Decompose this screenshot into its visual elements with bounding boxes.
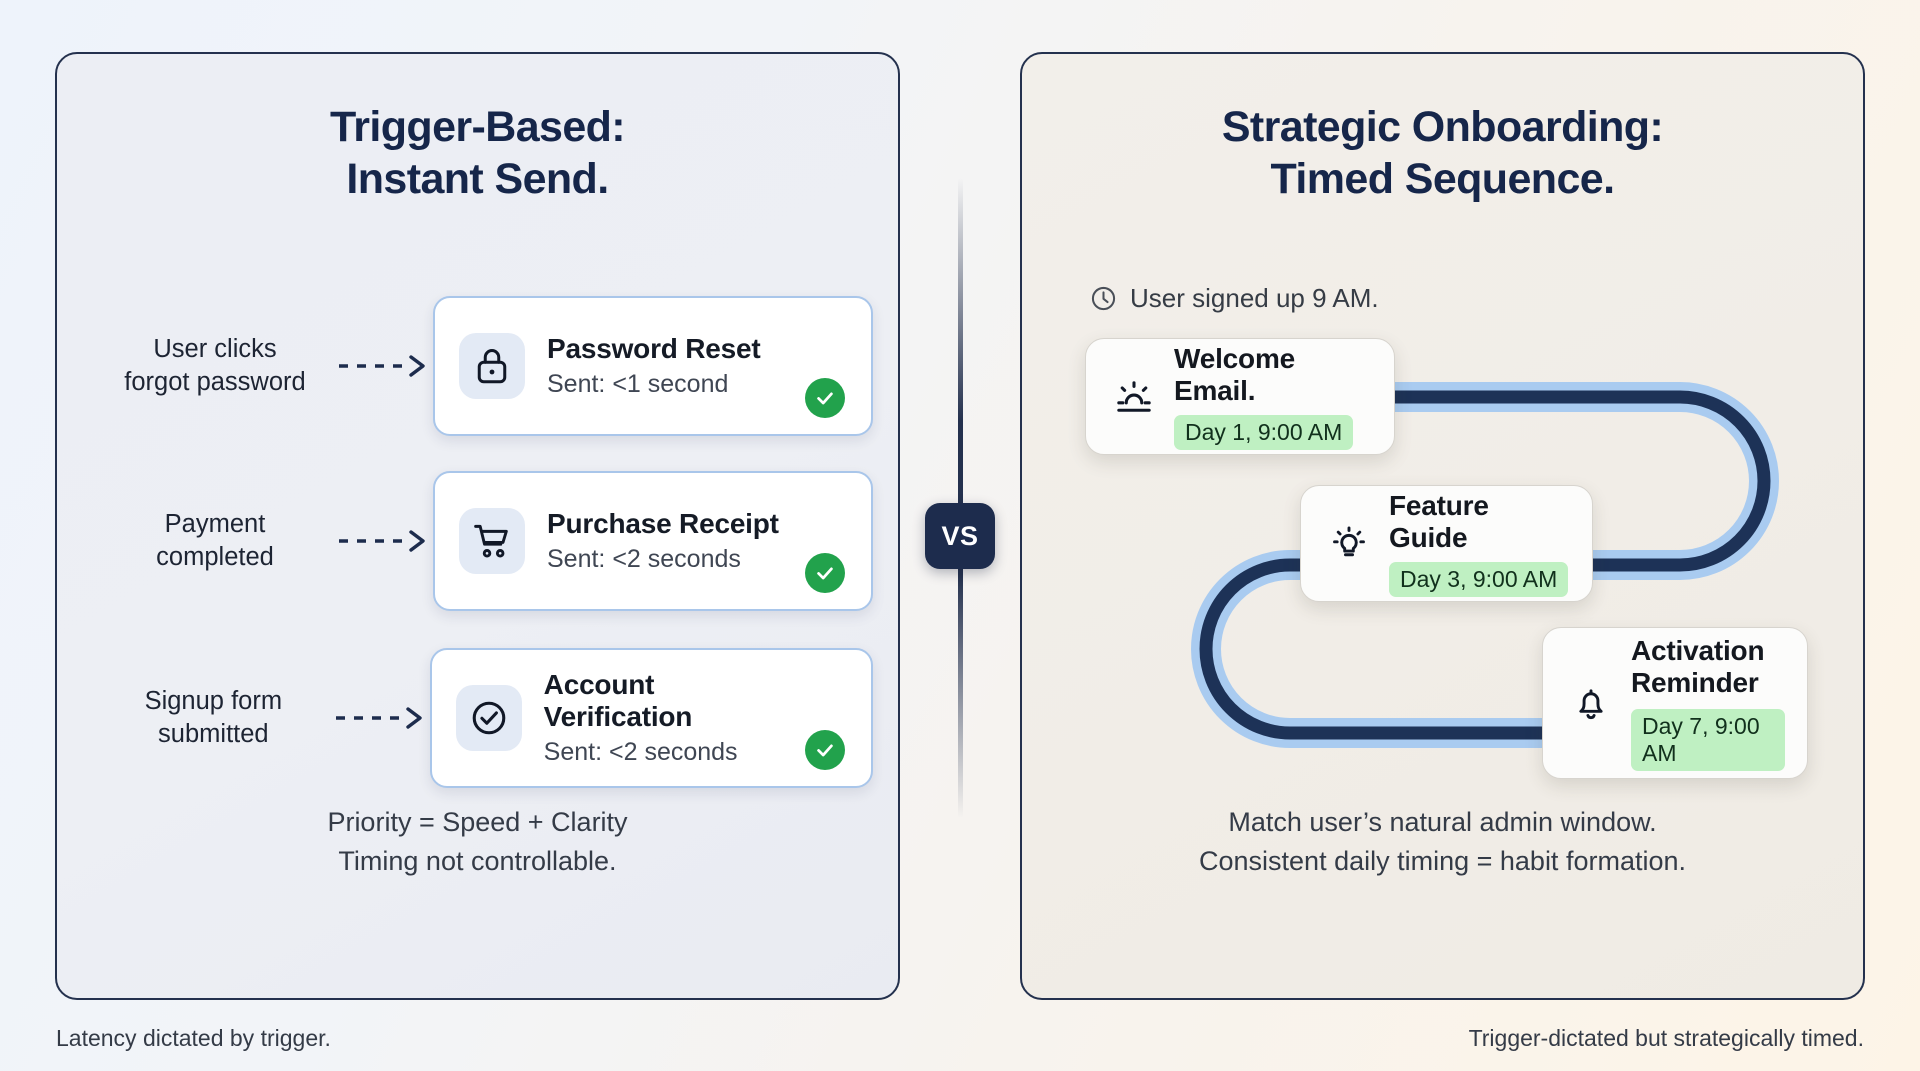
event-card-text: Purchase Receipt Sent: <2 seconds	[547, 508, 805, 574]
sequence-badge: Day 1, 9:00 AM	[1174, 415, 1354, 451]
vs-divider-line	[958, 178, 963, 818]
caption-left: Latency dictated by trigger.	[56, 1025, 331, 1051]
check-circle-icon	[455, 685, 522, 751]
bell-icon	[1565, 683, 1617, 723]
trigger-label-line2: completed	[156, 543, 274, 571]
sequence-badge: Day 3, 9:00 AM	[1389, 562, 1569, 598]
trigger-label-line1: User clicks	[153, 335, 277, 364]
trigger-label: Signup form submitted	[93, 685, 334, 750]
trigger-row: Payment completed	[93, 466, 873, 616]
panel-right-footnote-line2: Consistent daily timing = habit formatio…	[1199, 845, 1686, 876]
sequence-card-activation-reminder[interactable]: Activation Reminder Day 7, 9:00 AM	[1542, 627, 1808, 779]
sequence-title: Welcome Email.	[1174, 342, 1296, 406]
panel-right-footnote-line1: Match user’s natural admin window.	[1228, 807, 1657, 838]
sequence-card-text: Activation Reminder Day 7, 9:00 AM	[1631, 635, 1785, 772]
trigger-row: Signup form submitted Account V	[93, 643, 873, 793]
trigger-label-line2: forgot password	[124, 368, 306, 396]
check-icon	[805, 553, 845, 593]
event-title: Account Verification	[543, 669, 693, 732]
panel-left-footnote-line1: Priority = Speed + Clarity	[327, 807, 628, 838]
dashed-arrow-icon	[339, 530, 425, 552]
panel-trigger-based: Trigger-Based: Instant Send. User clicks…	[55, 52, 900, 1000]
event-title: Password Reset	[547, 333, 761, 364]
event-subtitle: Sent: <2 seconds	[543, 738, 738, 766]
trigger-label-line2: submitted	[158, 720, 269, 748]
event-card-purchase-receipt[interactable]: Purchase Receipt Sent: <2 seconds	[433, 471, 873, 611]
sequence-card-feature-guide[interactable]: Feature Guide Day 3, 9:00 AM	[1300, 485, 1593, 602]
sequence-badge: Day 7, 9:00 AM	[1631, 709, 1785, 772]
panel-right-footnote: Match user’s natural admin window. Consi…	[1022, 803, 1863, 880]
panel-left-footnote-line2: Timing not controllable.	[338, 845, 617, 876]
dashed-arrow-icon	[335, 707, 422, 729]
event-subtitle: Sent: <1 second	[547, 370, 729, 398]
panel-right-title: Strategic Onboarding: Timed Sequence.	[1022, 102, 1863, 205]
check-icon	[805, 730, 845, 770]
panel-left-footnote: Priority = Speed + Clarity Timing not co…	[57, 803, 898, 880]
panel-right-title-line1: Strategic Onboarding:	[1221, 103, 1664, 151]
sequence-title: Activation Reminder	[1631, 634, 1765, 698]
signup-note-text: User signed up 9 AM.	[1130, 283, 1379, 313]
panel-left-title: Trigger-Based: Instant Send.	[57, 102, 898, 205]
event-card-account-verification[interactable]: Account Verification Sent: <2 seconds	[429, 648, 873, 788]
trigger-label: User clicks forgot password	[93, 333, 337, 398]
vs-badge: VS	[925, 503, 995, 569]
dashed-arrow-icon	[339, 355, 425, 377]
caption-right: Trigger-dictated but strategically timed…	[1468, 1025, 1864, 1051]
lock-icon	[459, 333, 525, 399]
sequence-card-text: Feature Guide Day 3, 9:00 AM	[1389, 490, 1570, 598]
trigger-label-line1: Payment	[164, 510, 266, 539]
signup-note: User signed up 9 AM.	[1090, 283, 1379, 314]
trigger-label-line1: Signup form	[144, 687, 283, 716]
clock-icon	[1091, 286, 1116, 311]
trigger-row: User clicks forgot password	[93, 291, 873, 441]
panel-left-title-line1: Trigger-Based:	[329, 103, 626, 151]
trigger-label: Payment completed	[93, 508, 337, 573]
lightbulb-icon	[1323, 524, 1375, 564]
sequence-card-text: Welcome Email. Day 1, 9:00 AM	[1174, 343, 1372, 451]
check-icon	[805, 378, 845, 418]
panel-left-title-line2: Instant Send.	[346, 154, 609, 203]
sequence-title: Feature Guide	[1389, 489, 1489, 553]
event-card-text: Password Reset Sent: <1 second	[547, 333, 805, 399]
sequence-card-welcome-email[interactable]: Welcome Email. Day 1, 9:00 AM	[1085, 338, 1395, 455]
shopping-cart-icon	[459, 508, 525, 574]
event-card-password-reset[interactable]: Password Reset Sent: <1 second	[433, 296, 873, 436]
sunrise-icon	[1108, 376, 1160, 418]
event-subtitle: Sent: <2 seconds	[547, 545, 741, 573]
event-title: Purchase Receipt	[547, 508, 779, 539]
panel-right-title-line2: Timed Sequence.	[1270, 154, 1615, 203]
event-card-text: Account Verification Sent: <2 seconds	[544, 669, 805, 767]
